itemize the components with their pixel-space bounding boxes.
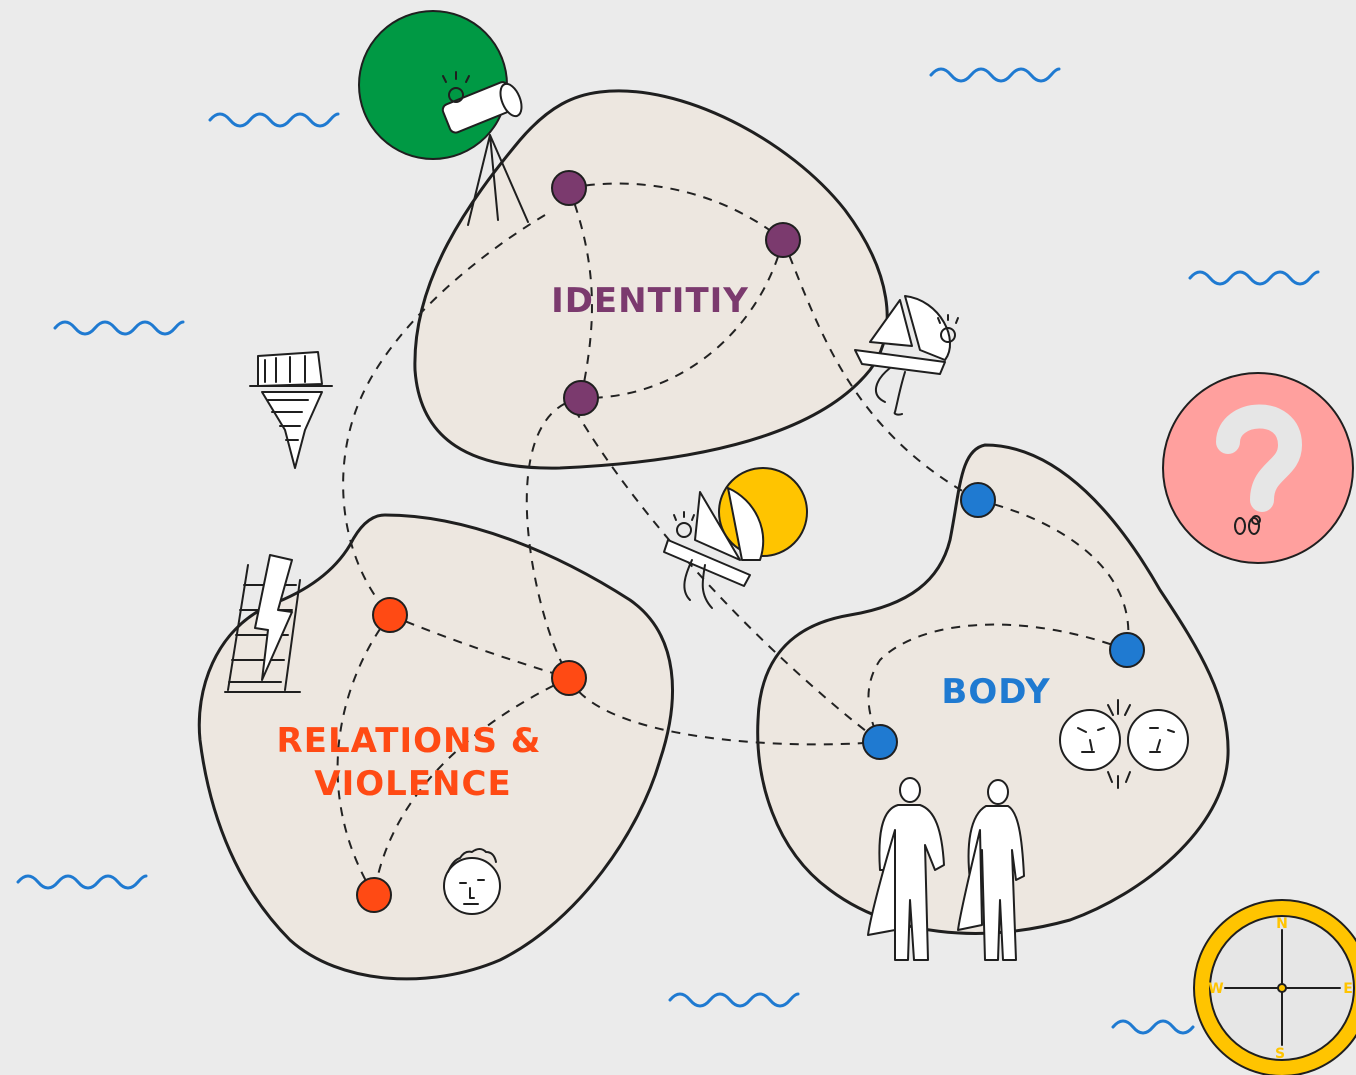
wave-icon (53, 320, 185, 336)
route-body-right (977, 499, 1130, 651)
relations-node[interactable] (372, 597, 408, 633)
relations-label-line1: RELATIONS & (277, 721, 542, 761)
faces-clash-icon (1059, 699, 1189, 789)
routes (336, 182, 1130, 896)
two-people-icon (867, 777, 1025, 961)
route-identity-to-body-bottom (574, 409, 881, 743)
sailboat-icon (663, 487, 765, 609)
relations-node[interactable] (356, 877, 392, 913)
body-label: BODY (941, 672, 1050, 712)
waves (16, 67, 1320, 1035)
wave-icon (1188, 270, 1320, 286)
route-identity-top (568, 182, 784, 241)
route-relations-inner (373, 677, 570, 896)
question-mark-icon[interactable] (1162, 372, 1354, 564)
route-body-inner (867, 623, 1128, 743)
route-identity-diag (580, 239, 784, 400)
compass-east: E (1343, 981, 1353, 997)
identity-node[interactable] (563, 380, 599, 416)
route-identity-to-body (782, 239, 979, 501)
identity-node[interactable] (551, 170, 587, 206)
compass-north: N (1276, 916, 1288, 932)
body-node[interactable] (862, 724, 898, 760)
relations-nodes (356, 597, 587, 913)
identity-node[interactable] (765, 222, 801, 258)
face-icon (443, 848, 501, 915)
iceberg-icon (249, 351, 333, 469)
body-node[interactable] (960, 482, 996, 518)
identity-label: IDENTITIY (551, 281, 749, 321)
wave-icon (668, 992, 800, 1008)
wave-icon (16, 874, 148, 890)
compass-icon[interactable]: N E S W (1193, 899, 1356, 1075)
relations-node[interactable] (551, 660, 587, 696)
green-circle (358, 10, 508, 160)
identity-island[interactable] (413, 89, 889, 470)
wave-icon (929, 67, 1061, 83)
body-node[interactable] (1109, 632, 1145, 668)
telescope-icon (441, 71, 529, 226)
relations-label-line2: VIOLENCE (314, 764, 511, 804)
route-identity-left (568, 187, 593, 399)
route-relations-top (389, 614, 570, 679)
identity-nodes (551, 170, 801, 416)
compass-south: S (1275, 1046, 1285, 1062)
compass-west: W (1208, 981, 1223, 997)
wave-icon (1111, 1019, 1195, 1035)
wave-icon (208, 112, 340, 128)
route-identity-to-relations (525, 397, 582, 679)
body-nodes (862, 482, 1145, 760)
sailboat-icon (854, 295, 959, 416)
ladder-lightning-icon (224, 554, 301, 693)
route-relations-left (336, 614, 391, 896)
